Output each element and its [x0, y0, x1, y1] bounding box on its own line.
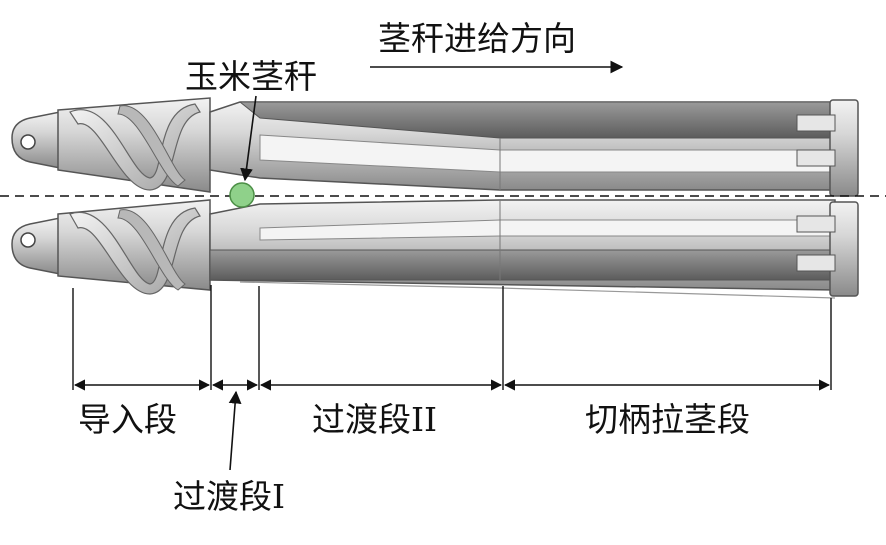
lower-roller: [11, 199, 859, 299]
lower-lip: [239, 281, 836, 299]
upper-tip-lug: [11, 111, 61, 169]
upper-spiral-rib: [117, 105, 186, 187]
lower-flange: [829, 201, 859, 297]
feed-direction-label: 茎秆进给方向: [378, 19, 576, 58]
upper-flange: [829, 99, 859, 197]
upper-ridge: [238, 101, 836, 139]
guide-section-label: 导入段: [78, 400, 177, 439]
lower-spiral-rib: [117, 209, 186, 291]
transition-2-label: 过渡段II: [312, 400, 438, 439]
upper-roller: [11, 97, 859, 197]
lower-ridge: [209, 249, 836, 281]
transition-1-leader: [228, 390, 242, 471]
transition-1-label: 过渡段I: [173, 477, 286, 516]
corn-stalk-label: 玉米茎秆: [185, 57, 317, 96]
corn-stalk-marker: [229, 182, 255, 208]
snapping-section-label: 切柄拉茎段: [585, 400, 750, 439]
corn-stalk-leader: [240, 95, 257, 182]
lower-tip-lug: [11, 217, 61, 275]
